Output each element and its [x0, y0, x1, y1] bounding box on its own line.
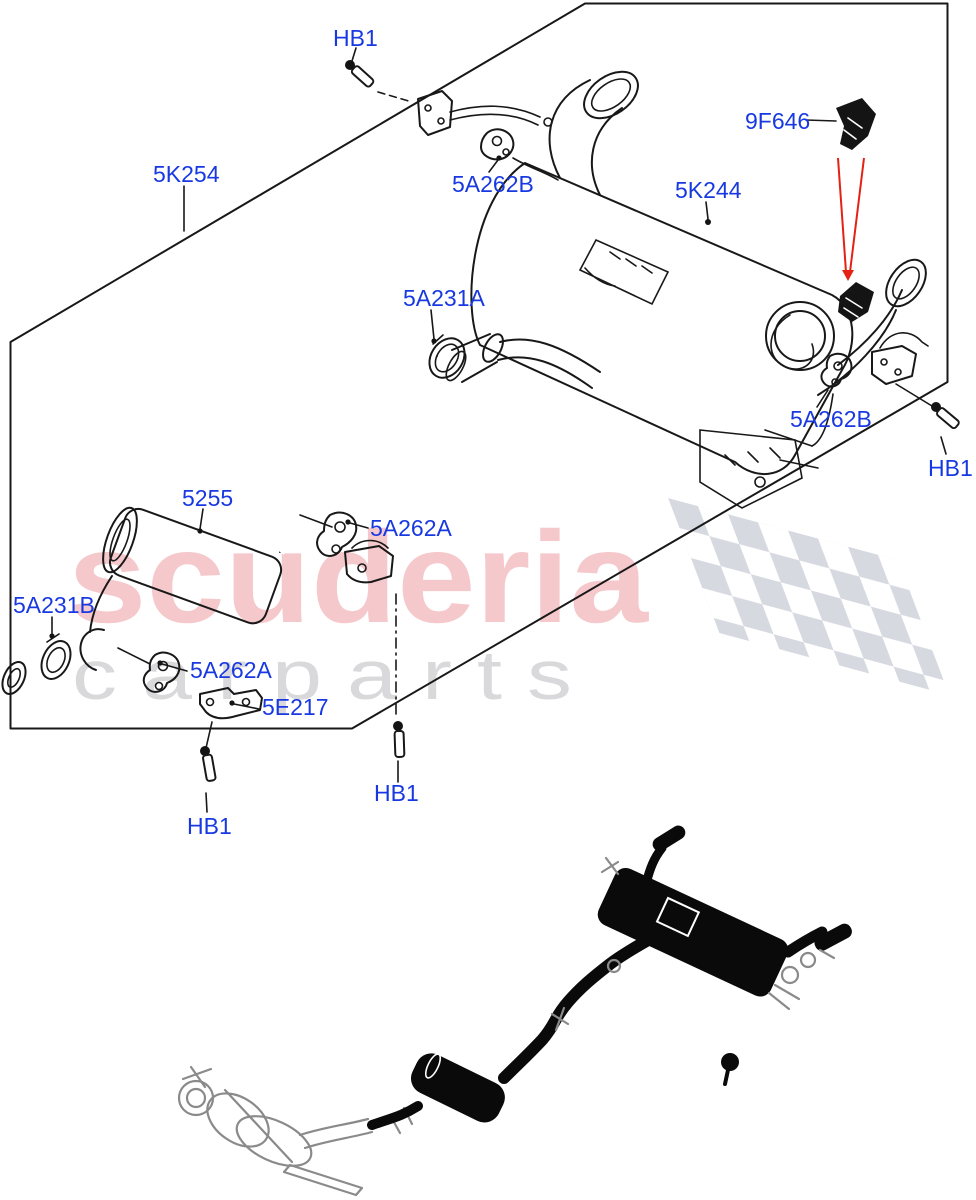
hanger-5a262a-upper: [316, 511, 358, 557]
part-label-hb1-top: HB1: [333, 25, 378, 51]
part-label-5a262b-upper: 5A262B: [452, 171, 534, 197]
part-label-hb1-bottom-center: HB1: [374, 780, 419, 806]
part-label-5a262a-upper: 5A262A: [370, 515, 453, 541]
clamp-5a231a: [428, 334, 466, 379]
heat-shield-lower: [699, 429, 803, 509]
part-label-5a231a: 5A231A: [403, 285, 486, 311]
part-label-5a231b: 5A231B: [13, 592, 95, 618]
checkered-flag-icon: [668, 498, 950, 696]
sensor-9f646: [836, 98, 876, 322]
part-label-5e217: 5E217: [262, 694, 329, 720]
part-label-5k244: 5K244: [675, 177, 742, 203]
right-hanger-group: [811, 332, 960, 447]
upper-bracket-group: [345, 60, 559, 181]
part-label-hb1-bottom-left: HB1: [187, 813, 232, 839]
part-label-hb1-right: HB1: [928, 455, 973, 481]
bolt-hb1-bottom-center: [393, 721, 406, 759]
leader-lines: [49, 47, 947, 813]
part-label-5a262b-lower: 5A262B: [790, 406, 872, 432]
watermark-brand-text: scuderia: [68, 504, 650, 650]
part-label-5255: 5255: [182, 485, 233, 511]
right-bracket: [871, 332, 929, 385]
location-thumbnail: [177, 825, 852, 1197]
thumbnail-front-section: [177, 1065, 414, 1197]
thumbnail-rear-section: [367, 825, 852, 1130]
mid-pipe: [276, 333, 601, 719]
tailpipe-clip: [838, 282, 874, 322]
frame-outline: [9, 2, 949, 730]
bracket-under-hanger: [344, 539, 394, 584]
part-label-9f646: 9F646: [745, 108, 810, 134]
hanger-5a262b-lower: [820, 352, 853, 388]
rear-muffler-5k244: [470, 70, 927, 509]
part-label-5k254: 5K254: [153, 161, 220, 187]
part-labels: HB1 5K254 5A262B 5K244 9F646 5A231A 5A26…: [13, 25, 973, 839]
resonator-5255: [1, 506, 283, 749]
bracket-5e217: [199, 687, 263, 720]
part-label-5a262a-lower: 5A262A: [190, 657, 273, 683]
bolt-hb1-bottom-left: [200, 746, 217, 782]
heat-shield-upper: [578, 238, 670, 306]
